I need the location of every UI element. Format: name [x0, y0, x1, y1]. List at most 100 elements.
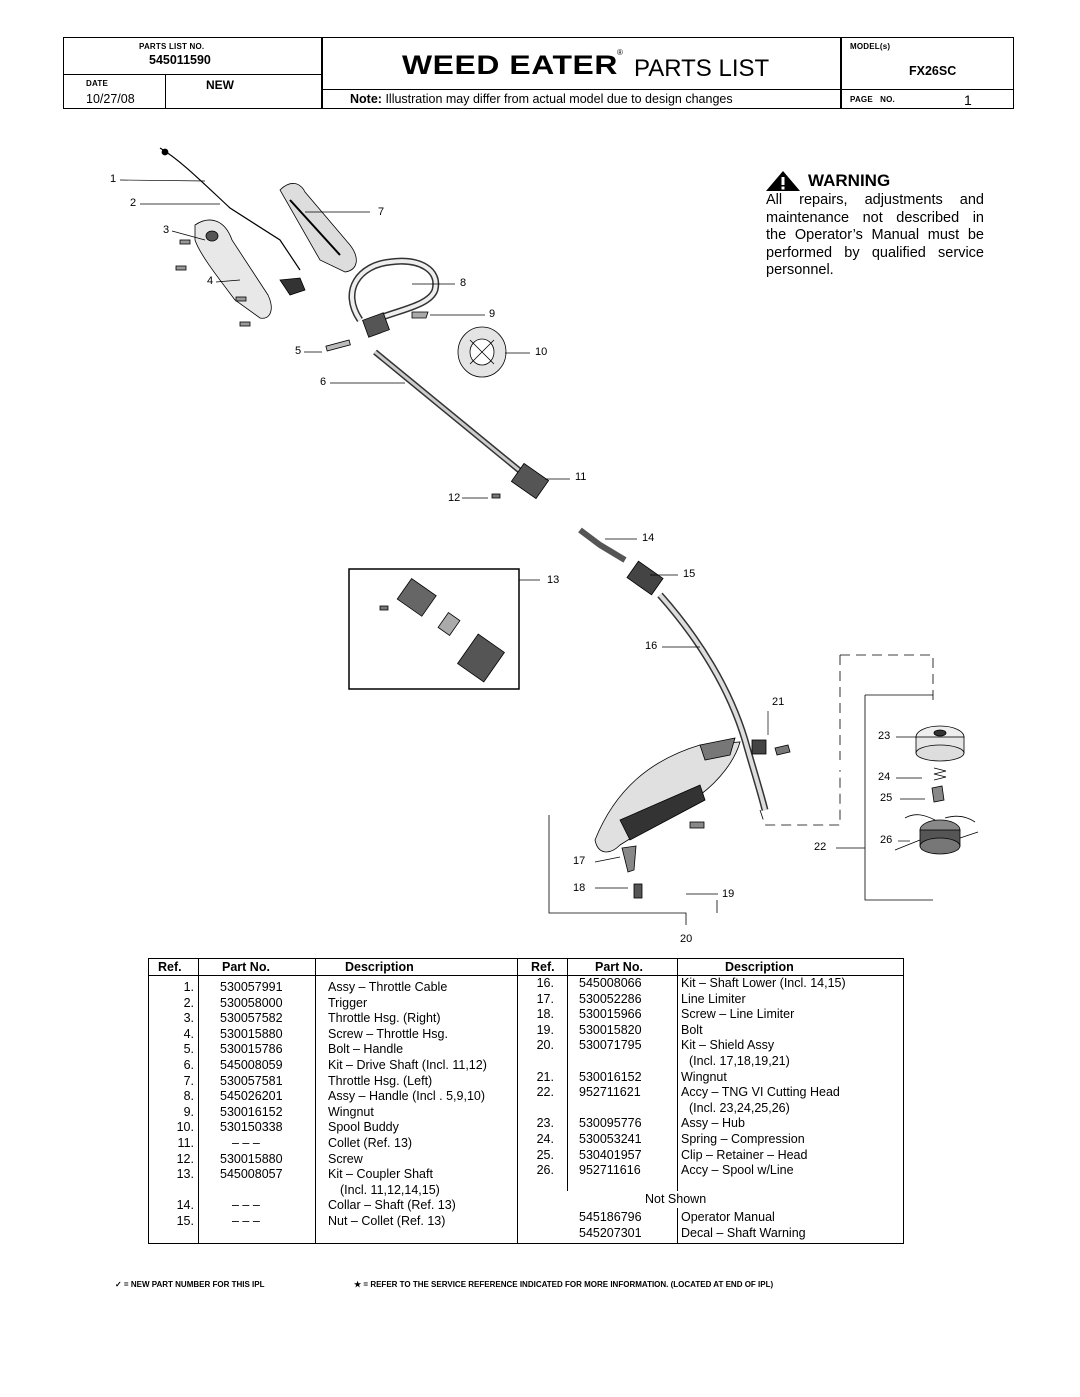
row-ref: 21. [536, 1069, 554, 1084]
callout-9: 9 [489, 308, 496, 320]
row-desc: Kit – Drive Shaft (Incl. 11,12) [328, 1057, 487, 1072]
not-shown-label: Not Shown [643, 1192, 709, 1206]
row-part: 545008057 [220, 1167, 283, 1182]
row-desc: Screw [328, 1151, 363, 1166]
row-part: 530016152 [579, 1069, 642, 1084]
row-desc: Throttle Hsg. (Left) [328, 1073, 433, 1088]
row-ref: 2. [183, 995, 194, 1010]
row-ref: 10. [176, 1120, 194, 1135]
callout-6: 6 [320, 376, 327, 388]
row-ref: 18. [536, 1007, 554, 1022]
warning-line: All repairs, adjustments and [766, 192, 984, 208]
row-part: 530058000 [220, 995, 283, 1010]
row-part: – – – [232, 1135, 260, 1150]
exploded-diagram [119, 147, 979, 925]
row-part: 545186796 [579, 1210, 642, 1224]
row-desc: Screw – Line Limiter [681, 1007, 795, 1022]
row-part: 530015880 [220, 1026, 283, 1041]
row-ref: 19. [536, 1022, 554, 1037]
row-desc: Screw – Throttle Hsg. [328, 1026, 448, 1041]
page-label: PAGE NO. [850, 95, 895, 104]
row-ref: 13. [176, 1167, 194, 1182]
callout-25: 25 [880, 792, 893, 804]
parts-list-no: 545011590 [149, 53, 211, 67]
row-desc: Collar – Shaft (Ref. 13) [328, 1198, 456, 1213]
row-desc: Kit – Coupler Shaft [328, 1167, 433, 1182]
parts-table-frame [148, 958, 904, 1244]
warning-triangle-icon [766, 171, 800, 191]
table-row: 13. 545008057 Kit – Coupler Shaft [148, 1167, 518, 1183]
brand-logo: WEED EATER [402, 50, 618, 80]
callout-24: 24 [878, 771, 891, 783]
row-part: – – – [232, 1213, 260, 1228]
status-new: NEW [206, 78, 234, 92]
row-ref: 8. [183, 1089, 194, 1104]
row-part: 530057991 [220, 980, 283, 994]
row-desc: Accy – Spool w/Line [681, 1163, 794, 1178]
row-ref: 6. [183, 1057, 194, 1072]
header-desc: Description [725, 960, 794, 974]
callout-26: 26 [880, 834, 893, 846]
model-value: FX26SC [909, 64, 957, 78]
callout-19: 19 [722, 888, 735, 900]
callout-11: 11 [575, 471, 587, 483]
date-value: 10/27/08 [86, 92, 135, 106]
row-part: 952711616 [579, 1163, 641, 1178]
callout-16: 16 [645, 640, 658, 652]
model-label: MODEL(s) [850, 42, 891, 51]
row-part: – – – [232, 1198, 260, 1213]
row-desc: Assy – Hub [681, 1116, 745, 1131]
row-desc: Assy – Throttle Cable [328, 980, 448, 994]
header-box: PARTS LIST NO. 545011590 DATE 10/27/08 N… [63, 37, 1014, 109]
row-desc: Collet (Ref. 13) [328, 1135, 413, 1150]
row-ref: 17. [536, 991, 554, 1006]
row-part: 545008066 [579, 976, 642, 990]
callout-8: 8 [460, 277, 467, 289]
table-row: (Incl. 17,18,19,21) [518, 1054, 904, 1070]
row-ref: 14. [176, 1198, 194, 1213]
footer-service-reference-note: ★ = REFER TO THE SERVICE REFERENCE INDIC… [354, 1280, 774, 1289]
star-icon: ★ = [354, 1280, 369, 1289]
row-desc: Clip – Retainer – Head [681, 1147, 808, 1162]
row-ref: 16. [536, 976, 554, 990]
callout-13: 13 [547, 574, 560, 586]
row-desc: Assy – Handle (Incl . 5,9,10) [328, 1089, 486, 1104]
parts-table-header-row [148, 958, 904, 976]
callout-3: 3 [163, 224, 170, 236]
row-ref: 22. [536, 1085, 554, 1100]
row-part: 530150338 [220, 1120, 283, 1135]
row-desc: Nut – Collet (Ref. 13) [328, 1213, 446, 1228]
table-row: 11.– – –Collet (Ref. 13) [148, 1136, 518, 1152]
row-ref: 12. [176, 1151, 194, 1166]
row-desc: Line Limiter [681, 991, 746, 1006]
row-part: 952711621 [579, 1085, 641, 1100]
row-part: 530015966 [579, 1007, 642, 1022]
check-icon: ✓ = [115, 1280, 129, 1289]
row-desc: (Incl. 11,12,14,15) [340, 1182, 440, 1197]
callout-12: 12 [448, 492, 461, 504]
callout-4: 4 [207, 275, 214, 287]
warning-line: personnel. [766, 262, 834, 278]
callout-17: 17 [573, 855, 586, 867]
row-desc: Throttle Hsg. (Right) [328, 1011, 441, 1026]
header-ref: Ref. [531, 960, 555, 974]
header-part: Part No. [595, 960, 643, 974]
callout-14: 14 [642, 532, 655, 544]
row-part: 530071795 [579, 1038, 642, 1053]
table-row: 14. – – – Collar – Shaft (Ref. 13) [148, 1198, 518, 1214]
callout-18: 18 [573, 882, 586, 894]
row-part: 530016152 [220, 1104, 283, 1119]
row-ref: 4. [183, 1026, 194, 1041]
row-ref: 7. [183, 1073, 194, 1088]
